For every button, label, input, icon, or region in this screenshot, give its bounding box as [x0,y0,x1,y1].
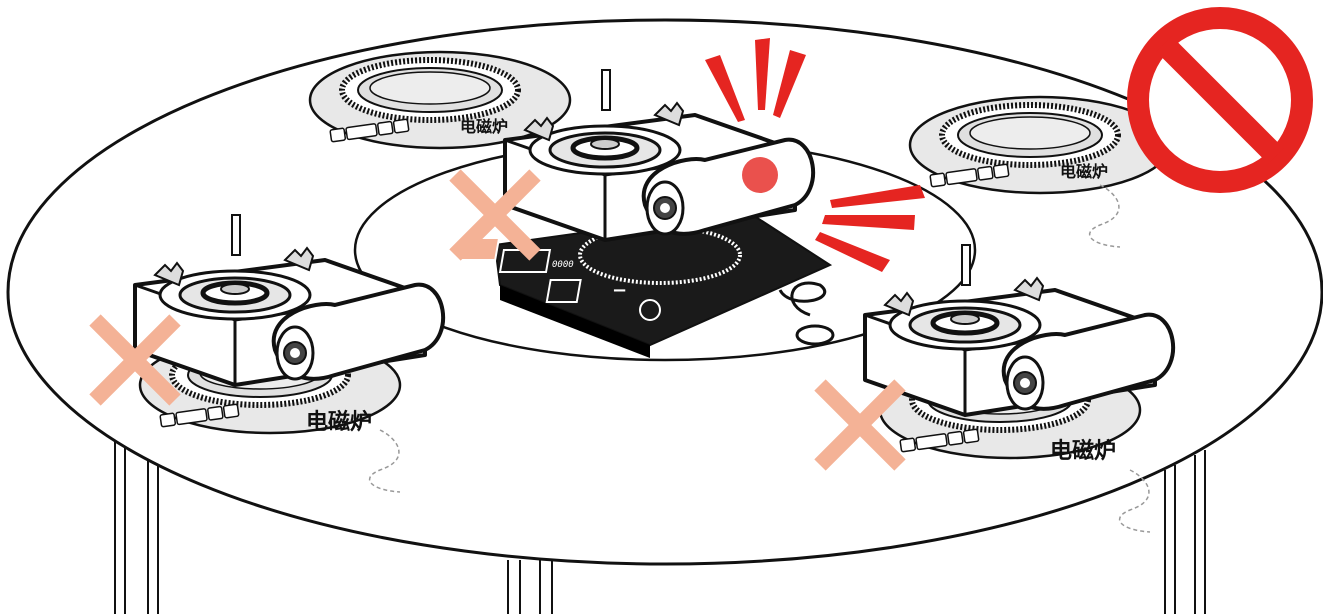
display-digits: 0000 [552,260,574,270]
prohibition-icon [1138,18,1302,182]
power-icon [640,300,660,320]
cooktop-label: 电磁炉 [1050,438,1116,464]
cooktop-back-left: 电磁炉 [310,52,570,148]
cooktop-label: 电磁炉 [1060,162,1108,181]
minus-button-label: − [612,280,627,301]
cooktop-label: 电磁炉 [460,117,508,136]
cooktop-label: 电磁炉 [306,409,372,435]
